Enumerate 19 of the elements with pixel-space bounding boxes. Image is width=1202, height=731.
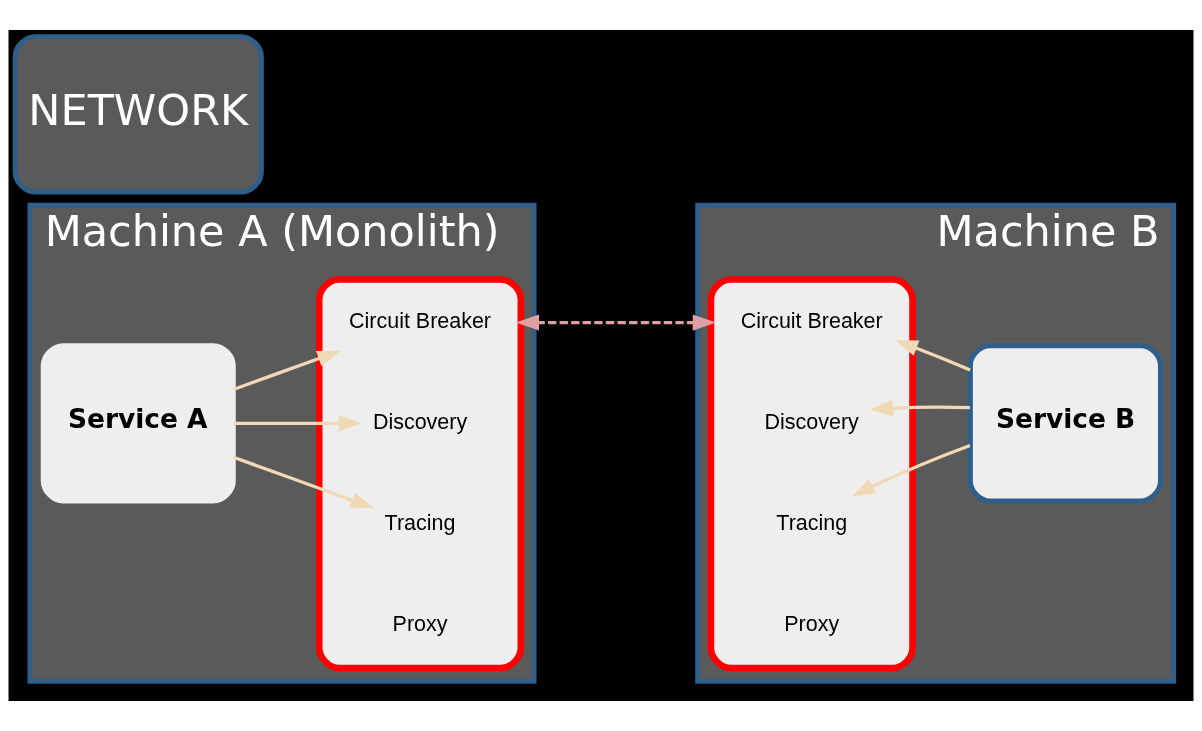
node-text: Tracing [776, 510, 848, 535]
node-text: Tracing [384, 510, 456, 535]
node-text: Discovery [372, 409, 468, 434]
node-text: Circuit Breaker [740, 309, 883, 334]
arrow [894, 340, 971, 372]
arrow [232, 455, 374, 509]
node-text: Proxy [784, 611, 840, 636]
node-box: Service A [40, 343, 236, 504]
node-text: Proxy [392, 611, 448, 636]
arrow [232, 350, 341, 392]
arrow [233, 415, 363, 432]
arrow [869, 400, 970, 417]
node-text: Circuit Breaker [349, 309, 492, 334]
arrow [851, 443, 971, 497]
cluster [707, 276, 916, 672]
node-text: Discovery [764, 409, 859, 434]
node-box: NETWORK [12, 34, 264, 195]
arrow [515, 314, 716, 331]
node-box: Service B [967, 343, 1163, 504]
